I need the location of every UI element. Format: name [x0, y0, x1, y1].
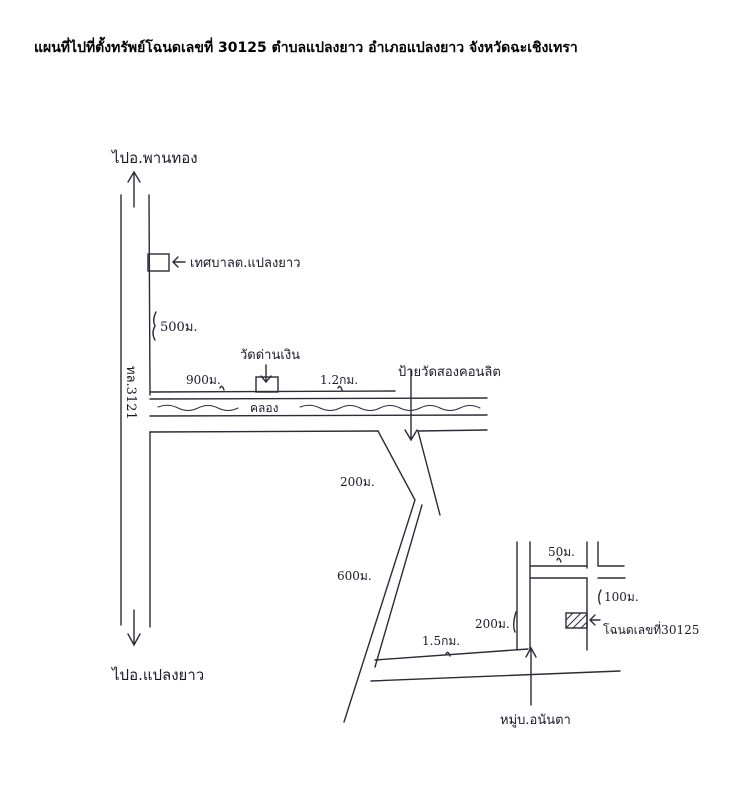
- map-title: แผนที่ไปที่ตั้งทรัพย์โฉนดเลขที่ 30125 ตำ…: [34, 40, 578, 56]
- main-road-right-edge-north: [148, 194, 151, 396]
- distance-500-label: 500ม.: [160, 320, 198, 335]
- branch-road-west-edge: [343, 430, 416, 723]
- village-label: หมู่บ.อนันตา: [500, 713, 571, 728]
- branch-road-east-edge-south: [374, 504, 423, 668]
- distance-200-diagonal-label: 200ม.: [340, 475, 375, 489]
- south-destination-label: ไปอ.แปลงยาว: [111, 666, 204, 684]
- main-road-label: ทล.3121: [123, 366, 138, 420]
- north-destination-label: ไปอ.พานทอง: [111, 149, 198, 167]
- side-road-south-edge-east: [417, 429, 488, 432]
- village-crossroad: [529, 565, 588, 651]
- canal-label: คลอง: [250, 401, 278, 415]
- temple-sign-arrow: [404, 369, 418, 442]
- temple-sign-label: ป้ายวัดสองคอนลิต: [398, 365, 501, 380]
- temple-label: วัดด่านเงิน: [240, 348, 300, 363]
- property-hatch: [565, 612, 588, 629]
- canal-top-edge: [149, 397, 488, 400]
- tick-1-5km: [445, 651, 451, 657]
- distance-50-label: 50ม.: [548, 545, 575, 559]
- municipality-arrow: [172, 256, 186, 268]
- distance-1-5km-label: 1.5กม.: [422, 634, 460, 648]
- municipality-label: เทศบาลต.แปลงยาว: [190, 256, 301, 271]
- distance-600-label: 600ม.: [337, 569, 372, 583]
- bracket-200-up: [513, 611, 517, 633]
- tick-1-2km: [337, 385, 343, 391]
- branch-road-east-edge-north: [417, 430, 441, 516]
- property-label: โฉนดเลขที่30125: [603, 621, 699, 637]
- municipality-box: [147, 253, 170, 272]
- temple-arrow: [260, 364, 272, 384]
- distance-1-2km-label: 1.2กม.: [320, 373, 358, 387]
- canal-bottom-edge: [149, 414, 488, 417]
- north-arrow: [127, 170, 141, 208]
- property-arrow: [589, 614, 601, 626]
- tick-50: [556, 557, 562, 563]
- village-arrow: [525, 646, 537, 706]
- bracket-100: [598, 589, 602, 605]
- temple-box: [255, 376, 279, 393]
- village-road-east: [597, 541, 625, 567]
- distance-200-up-label: 200ม.: [475, 617, 510, 631]
- distance-900-label: 900ม.: [186, 373, 221, 387]
- tick-900: [219, 385, 225, 391]
- bracket-500: [152, 311, 157, 341]
- south-arrow: [127, 609, 141, 647]
- lower-road-north-edge: [374, 648, 529, 661]
- canal-water: [157, 404, 481, 411]
- distance-100-label: 100ม.: [604, 590, 639, 604]
- side-road-south-edge-west: [149, 430, 379, 433]
- lower-road-south-edge: [370, 670, 621, 682]
